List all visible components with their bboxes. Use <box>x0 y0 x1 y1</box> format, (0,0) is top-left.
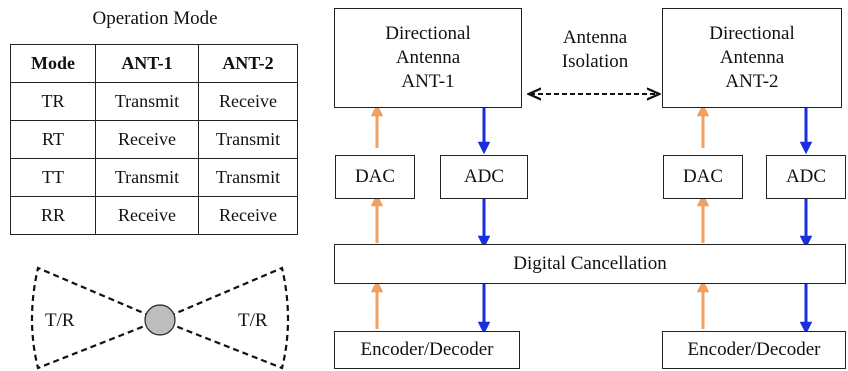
operation-mode-table: Mode ANT-1 ANT-2 TR Transmit Receive RT … <box>10 44 298 235</box>
pattern-label-left: T/R <box>45 310 75 331</box>
header-ant1: ANT-1 <box>95 44 199 83</box>
antenna-ant2-line2: Antenna <box>719 47 785 68</box>
isolation-label-line2: Isolation <box>561 51 629 72</box>
antenna-ant2-box: Directional Antenna ANT-2 <box>662 8 842 108</box>
codec-box-left: Encoder/Decoder <box>334 331 520 369</box>
beam-pattern <box>30 266 290 370</box>
cell-ant1: Receive <box>95 120 199 159</box>
cell-ant1: Receive <box>95 196 199 235</box>
header-ant2: ANT-2 <box>198 44 298 83</box>
antenna-ant2-line1: Directional <box>709 23 795 44</box>
digital-cancellation-bar: Digital Cancellation <box>334 244 846 284</box>
table-row: TT Transmit Transmit <box>10 158 298 197</box>
antenna-ant2-line3: ANT-2 <box>725 71 779 92</box>
adc-box-right: ADC <box>766 155 846 199</box>
antenna-ant1-line3: ANT-1 <box>401 71 455 92</box>
cell-ant2: Receive <box>198 196 298 235</box>
adc-box-left: ADC <box>440 155 528 199</box>
cell-ant1: Transmit <box>95 82 199 121</box>
cell-ant2: Receive <box>198 82 298 121</box>
isolation-label: Antenna Isolation <box>540 26 650 74</box>
antenna-node <box>144 304 176 336</box>
cell-mode: TT <box>10 158 96 197</box>
pattern-label-right: T/R <box>238 310 268 331</box>
antenna-ant1-line2: Antenna <box>395 47 461 68</box>
cell-mode: RR <box>10 196 96 235</box>
cell-ant1: Transmit <box>95 158 199 197</box>
codec-box-right: Encoder/Decoder <box>662 331 846 369</box>
antenna-ant1-box: Directional Antenna ANT-1 <box>334 8 522 108</box>
cell-mode: TR <box>10 82 96 121</box>
table-row: TR Transmit Receive <box>10 82 298 121</box>
table-header-row: Mode ANT-1 ANT-2 <box>10 44 298 83</box>
cell-mode: RT <box>10 120 96 159</box>
isolation-label-line1: Antenna <box>562 27 628 48</box>
cell-ant2: Transmit <box>198 158 298 197</box>
antenna-ant1-line1: Directional <box>385 23 471 44</box>
operation-mode-title: Operation Mode <box>92 8 218 29</box>
dac-box-left: DAC <box>335 155 415 199</box>
dac-box-right: DAC <box>663 155 743 199</box>
header-mode: Mode <box>10 44 96 83</box>
table-row: RR Receive Receive <box>10 196 298 235</box>
